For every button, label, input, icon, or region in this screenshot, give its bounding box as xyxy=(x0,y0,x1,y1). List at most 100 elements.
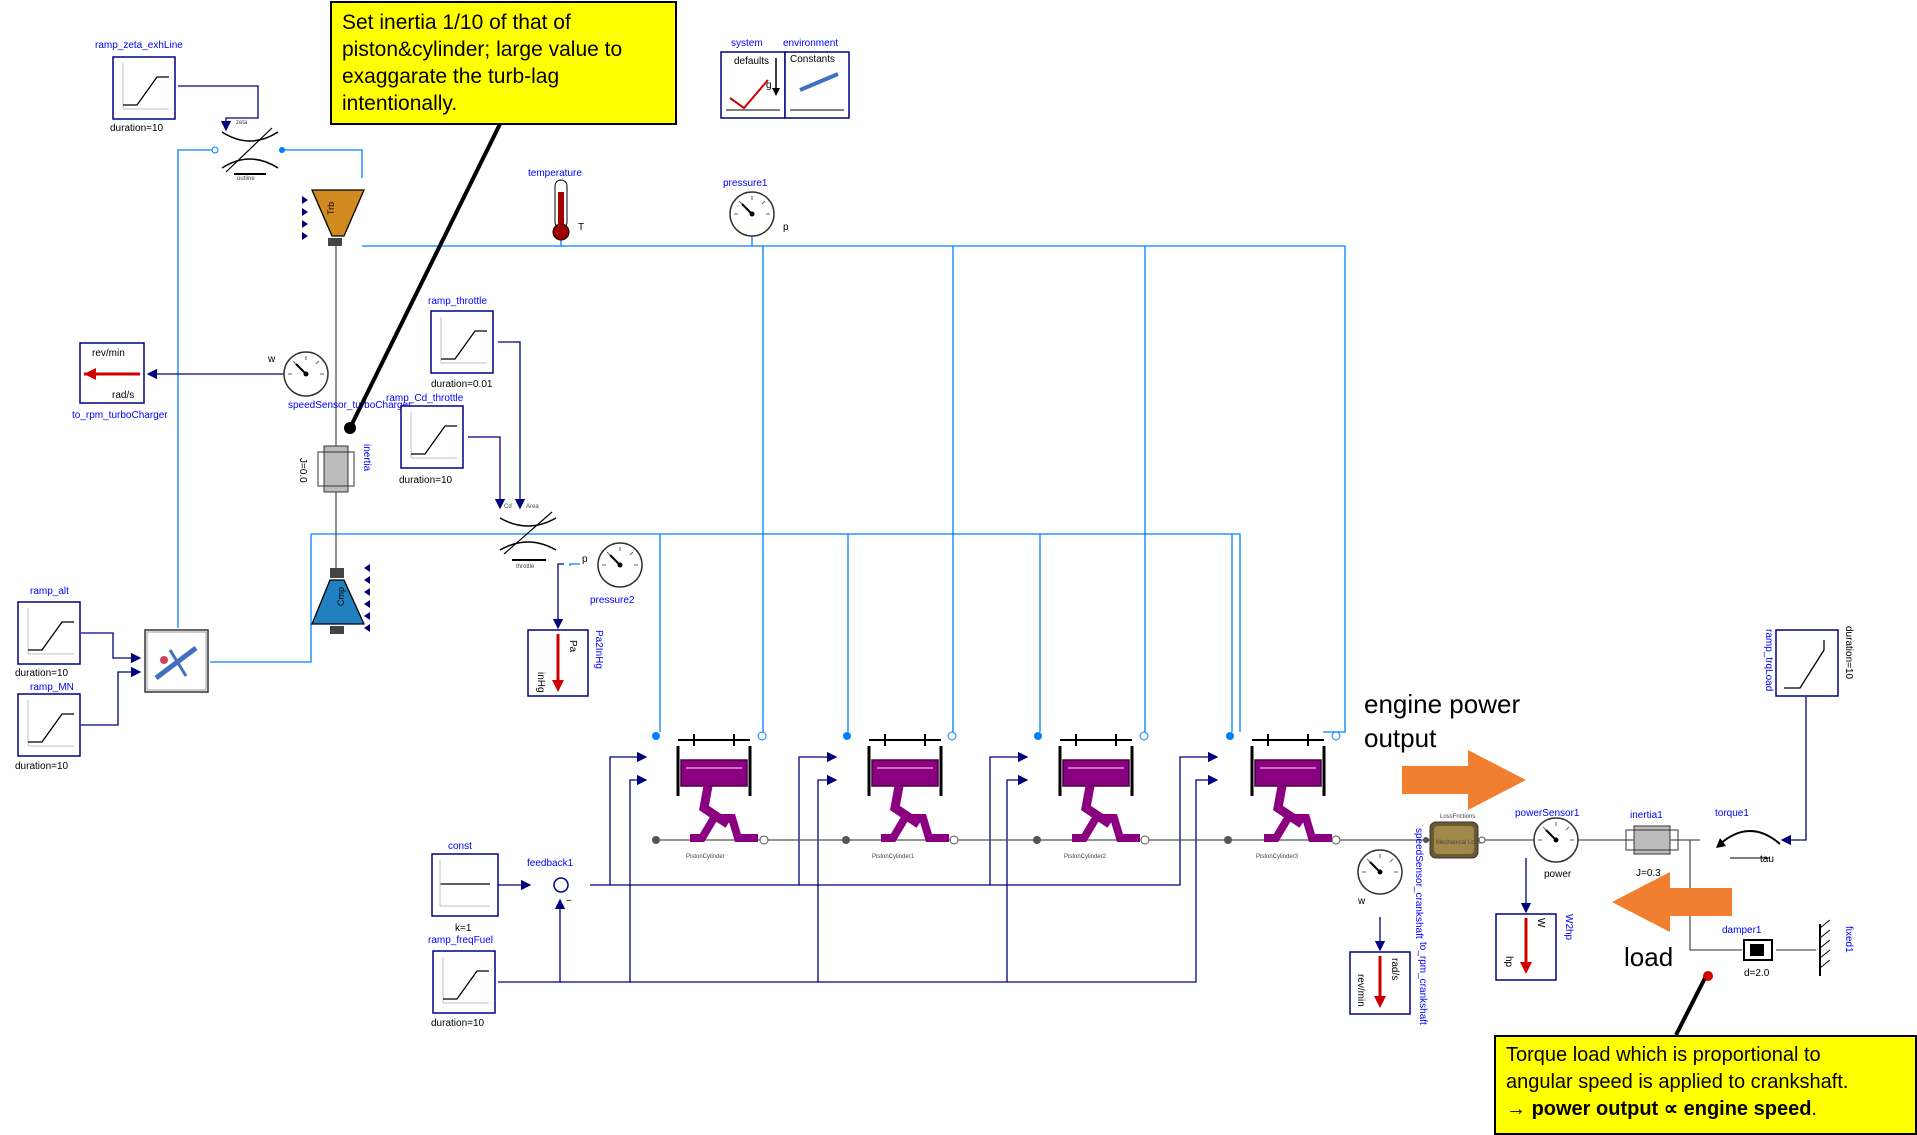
callout-pointer-top xyxy=(344,123,502,434)
mechanical-losses[interactable]: Mechanical Loss LossFrictions xyxy=(1423,814,1486,859)
pressure2-port: p xyxy=(582,554,588,565)
inertia1-name: inertia1 xyxy=(1630,810,1663,821)
piston-cylinder-1[interactable]: PistonCylinder1 xyxy=(842,732,959,860)
damper-name: damper1 xyxy=(1722,925,1762,936)
w2hp-top: W xyxy=(1535,918,1546,928)
flight-condition-block[interactable] xyxy=(144,629,209,693)
pressure1-port: p xyxy=(783,222,789,233)
load-note-bold: power output ∝ engine speed xyxy=(1531,1098,1812,1120)
ramp-throttle-name: ramp_throttle xyxy=(428,296,487,307)
svg-text:−: − xyxy=(566,896,572,907)
power-sensor[interactable]: powerSensor1 power xyxy=(1515,808,1580,880)
piston-cylinder-0[interactable]: PistonCylinder xyxy=(652,732,769,860)
pa2inhg-top: Pa xyxy=(567,640,578,653)
system-inner: defaults xyxy=(734,56,769,67)
ramp-freqfuel-param: duration=10 xyxy=(431,1018,485,1029)
to-rpm-crankshaft[interactable]: rad/s rev/min to_rpm_crankshaft xyxy=(1349,942,1428,1025)
mechanical-losses-inner: Mechanical Loss xyxy=(1436,840,1481,846)
w2hp-name: W2hp xyxy=(1563,914,1574,941)
fluid-connections xyxy=(177,149,1346,733)
power-sensor-name: powerSensor1 xyxy=(1515,808,1580,819)
inertia-note-line-2: piston&cylinder; large value to xyxy=(342,38,623,61)
load-note-suffix: . xyxy=(1811,1098,1817,1120)
ramp-mn-block[interactable]: ramp_MN duration=10 xyxy=(15,682,81,772)
speed-sensor-turbocharger[interactable]: w speedSensor_turboCharger xyxy=(267,351,412,411)
torque-name: torque1 xyxy=(1715,808,1749,819)
ramp-throttle-block[interactable]: ramp_throttle duration=0.01 xyxy=(428,296,494,390)
speed-sensor-turbo-name: speedSensor_turboCharger xyxy=(288,400,412,411)
fixed-block[interactable]: fixed1 xyxy=(1819,919,1854,976)
ramp-mn-name: ramp_MN xyxy=(30,682,74,693)
pressure2-sensor[interactable]: p pressure2 xyxy=(582,542,643,606)
damper-block[interactable]: damper1 d=2.0 xyxy=(1722,925,1773,979)
pressure2-name: pressure2 xyxy=(590,595,635,606)
inertia-note-line-4: intentionally. xyxy=(342,92,458,115)
ramp-cd-throttle-name: ramp_Cd_throttle xyxy=(386,393,464,404)
ramp-trqload-param: duration=10 xyxy=(1843,626,1854,680)
pressure1-sensor[interactable]: pressure1 p xyxy=(723,178,789,237)
ramp-throttle-param: duration=0.01 xyxy=(431,379,493,390)
to-rpm-turbo-bottom: rad/s xyxy=(112,390,134,401)
ramp-mn-param: duration=10 xyxy=(15,761,69,772)
zeta-valve[interactable]: zeta outline xyxy=(211,120,285,182)
ramp-cd-throttle-block[interactable]: ramp_Cd_throttle duration=10 xyxy=(386,393,464,486)
environment-name: environment xyxy=(783,38,838,49)
piston-cylinder-3[interactable]: PistonCylinder3 xyxy=(1224,732,1341,860)
system-g: g xyxy=(766,80,772,91)
turbine[interactable]: Trb xyxy=(302,189,365,246)
ramp-alt-block[interactable]: ramp_alt duration=10 xyxy=(15,586,81,679)
to-rpm-crank-top: rad/s xyxy=(1389,958,1400,980)
feedback-block[interactable]: feedback1 − xyxy=(527,858,574,907)
fixed-name: fixed1 xyxy=(1843,926,1854,953)
speed-sensor-crankshaft[interactable]: w speedSensor_crankshaft xyxy=(1357,828,1424,939)
to-rpm-turbo-top: rev/min xyxy=(92,348,125,359)
piston-cylinder-2[interactable]: PistonCylinder2 xyxy=(1033,732,1150,860)
const-param: k=1 xyxy=(455,923,472,934)
pa2inhg-block[interactable]: Pa inHg Pa2InHg xyxy=(527,629,604,697)
ramp-freqfuel-block[interactable]: ramp_freqFuel duration=10 xyxy=(428,935,496,1029)
speed-sensor-crank-port: w xyxy=(1357,896,1366,907)
throttle-sub: throttle xyxy=(516,564,535,570)
ramp-trqload-name: ramp_trqLoad xyxy=(1763,629,1774,691)
environment-inner: Constants xyxy=(790,54,835,65)
ramp-zeta-exhline-name: ramp_zeta_exhLine xyxy=(95,40,183,51)
load-note-line-2: angular speed is applied to crankshaft. xyxy=(1506,1071,1849,1093)
damper-param: d=2.0 xyxy=(1744,968,1770,979)
pa2inhg-name: Pa2InHg xyxy=(593,630,604,669)
piston-cylinder-2-name: PistonCylinder2 xyxy=(1064,854,1107,860)
signal-connections xyxy=(81,85,1807,983)
inertia-name: inertia xyxy=(361,444,372,472)
ramp-zeta-exhline-block[interactable]: ramp_zeta_exhLine duration=10 xyxy=(95,40,183,134)
to-rpm-turbocharger[interactable]: rev/min rad/s to_rpm_turboCharger xyxy=(72,342,168,421)
w2hp-block[interactable]: W hp W2hp xyxy=(1495,913,1574,981)
ramp-freqfuel-name: ramp_freqFuel xyxy=(428,935,493,946)
system-environment-block[interactable]: system environment defaults g Constants xyxy=(720,38,850,119)
ramp-alt-name: ramp_alt xyxy=(30,586,69,597)
load-note: Torque load which is proportional to ang… xyxy=(1494,1035,1917,1135)
ramp-trqload-block[interactable]: ramp_trqLoad duration=10 xyxy=(1763,626,1854,697)
inertia-turbo[interactable]: J=0.0 inertia xyxy=(297,444,372,493)
pa2inhg-bottom: inHg xyxy=(535,672,546,693)
airplane-icon xyxy=(154,646,198,680)
engine-power-arrow xyxy=(1402,750,1526,810)
load-note-prefix: → xyxy=(1506,1098,1532,1120)
throttle-valve[interactable]: Cd Area throttle xyxy=(499,504,557,570)
engine-power-line-1: engine power xyxy=(1364,689,1521,719)
ramp-alt-param: duration=10 xyxy=(15,668,69,679)
const-block[interactable]: const k=1 xyxy=(431,841,499,934)
compressor-label: Cmp xyxy=(336,587,346,606)
torque-block[interactable]: torque1 tau xyxy=(1715,808,1781,865)
speed-sensor-turbo-port: w xyxy=(267,354,276,365)
power-sensor-port: power xyxy=(1544,869,1572,880)
inertia1-block[interactable]: inertia1 J=0.3 xyxy=(1625,810,1679,879)
speed-sensor-crank-name: speedSensor_crankshaft xyxy=(1413,828,1424,939)
ramp-cd-throttle-param: duration=10 xyxy=(399,475,453,486)
temperature-sensor[interactable]: temperature T xyxy=(528,168,584,241)
callout-pointer-bottom xyxy=(1674,971,1713,1036)
w2hp-bottom: hp xyxy=(1503,956,1514,968)
inertia1-param: J=0.3 xyxy=(1636,868,1661,879)
inertia-note-line-1: Set inertia 1/10 of that of xyxy=(342,11,571,34)
compressor[interactable]: Cmp xyxy=(311,564,370,634)
zeta-label: zeta xyxy=(236,120,248,126)
